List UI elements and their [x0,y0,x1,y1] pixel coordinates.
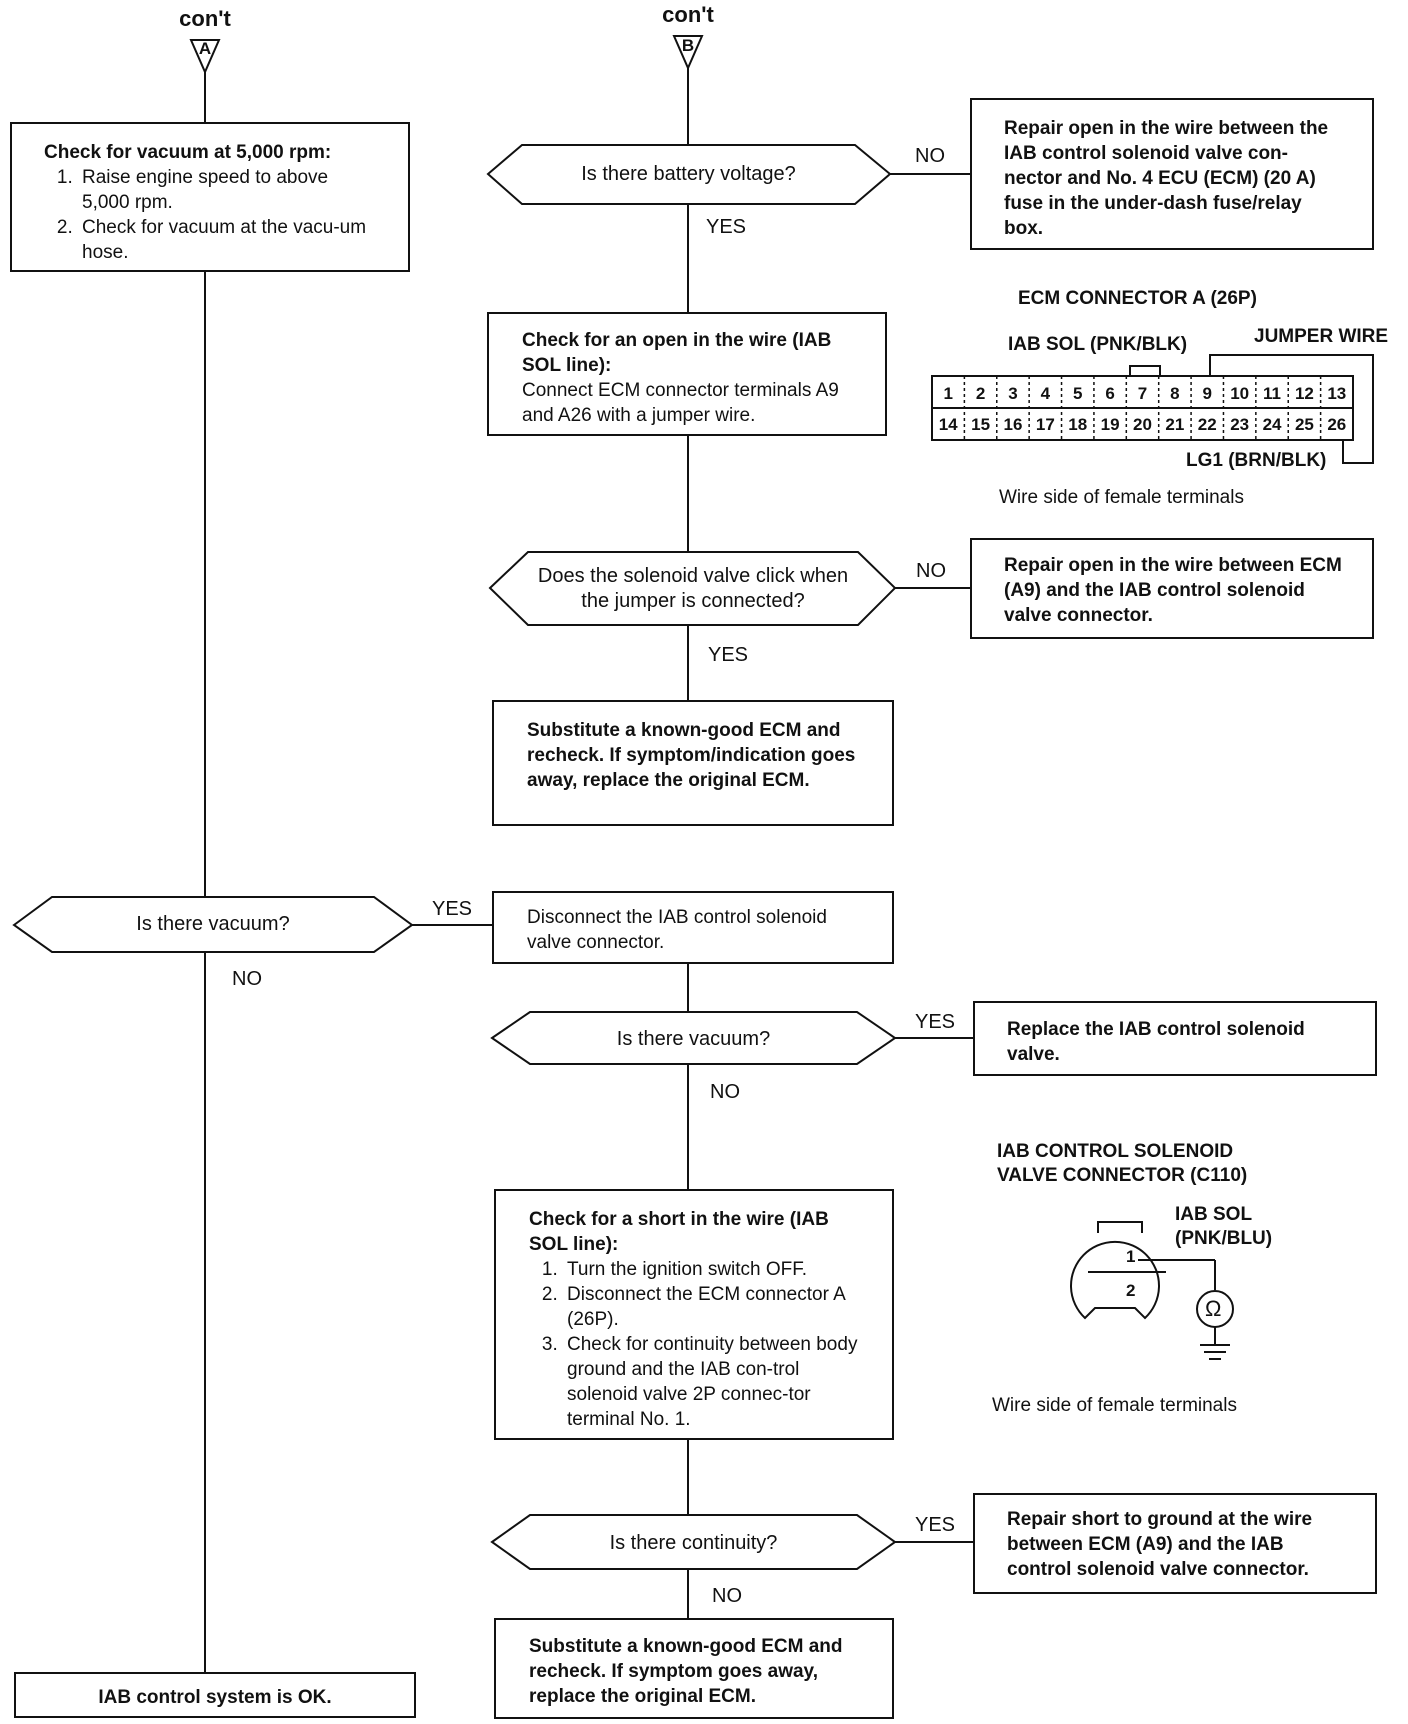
solenoid-pin-1: 1 [1126,1247,1136,1266]
label-no-vacuum-left: NO [232,968,262,990]
ecm-pin-5: 5 [1073,384,1082,403]
ecm-lg1-label: LG1 (BRN/BLK) [1186,450,1327,471]
check-short-heading: Check for a short in the wire (IAB SOL l… [529,1209,829,1255]
label-no-continuity: NO [712,1585,742,1607]
ecm-pin-24: 24 [1263,415,1282,434]
ecm-pin-23: 23 [1230,415,1249,434]
ecm-pin-8: 8 [1170,384,1179,403]
ecm-pin-9: 9 [1203,384,1212,403]
repair-open-ecm-result: Repair open in the wire between ECM (A9)… [970,538,1374,639]
ecm-pin-10: 10 [1230,384,1249,403]
solenoid-connector-title-line1: IAB CONTROL SOLENOID [997,1141,1234,1162]
check-short-step: Check for a short in the wire (IAB SOL l… [494,1189,894,1440]
ecm-caption: Wire side of female terminals [999,487,1244,508]
label-yes-vacuum-left: YES [432,898,473,920]
connector-a-letter: A [198,39,212,58]
solenoid-pin-2: 2 [1126,1281,1136,1300]
label-yes-vacuum-right: YES [915,1011,956,1033]
vacuum-5000-step: Check for vacuum at 5,000 rpm: Raise eng… [10,122,410,272]
question-continuity: Is there continuity? [609,1532,778,1554]
question-vacuum-right: Is there vacuum? [616,1028,771,1050]
ecm-pin-7: 7 [1138,384,1147,403]
ecm-pin-14: 14 [939,415,958,434]
ecm-jumper-label: JUMPER WIRE [1254,326,1389,347]
label-yes-click: YES [708,644,749,666]
ecm-pin-12: 12 [1295,384,1314,403]
substitute-ecm-1-result: Substitute a known-good ECM and recheck.… [492,700,894,826]
ecm-pin-26: 26 [1327,415,1346,434]
ecm-pin-17: 17 [1036,415,1055,434]
ecm-pin-19: 19 [1101,415,1120,434]
label-no-battery: NO [915,145,945,167]
solenoid-caption: Wire side of female terminals [992,1395,1237,1416]
ecm-pin-21: 21 [1165,415,1184,434]
check-open-iab-step: Check for an open in the wire (IAB SOL l… [487,312,887,436]
check-open-iab-heading: Check for an open in the wire (IAB SOL l… [522,330,832,376]
question-vacuum-left: Is there vacuum? [136,913,290,935]
connector-b-letter: B [681,36,695,55]
label-yes-battery: YES [706,216,747,238]
system-ok-result: IAB control system is OK. [14,1672,416,1718]
ecm-connector-title: ECM CONNECTOR A (26P) [1018,288,1257,309]
label-no-vacuum-right: NO [710,1081,740,1103]
connector-a-label: con't [179,6,231,31]
vacuum-5000-step-1: Raise engine speed to above 5,000 rpm. [78,165,378,215]
vacuum-5000-step-2: Check for vacuum at the vacu-um hose. [78,215,378,265]
repair-open-fuse-result: Repair open in the wire between the IAB … [970,98,1374,250]
label-no-click: NO [916,560,946,582]
ecm-pin-20: 20 [1133,415,1152,434]
solenoid-connector-title-line2: VALVE CONNECTOR (C110) [997,1165,1248,1186]
question-solenoid-click: Does the solenoid valve click when the j… [537,565,849,612]
check-short-step-2: Disconnect the ECM connector A (26P). [563,1282,864,1332]
disconnect-connector-step: Disconnect the IAB control solenoid valv… [492,891,894,964]
ecm-pin-3: 3 [1008,384,1017,403]
solenoid-sol-label-line2: (PNK/BLU) [1175,1228,1273,1249]
label-yes-continuity: YES [915,1514,956,1536]
connector-b-label: con't [662,2,714,27]
ecm-pin-11: 11 [1263,384,1281,403]
solenoid-connector-diagram [1070,1221,1234,1360]
substitute-ecm-2-result: Substitute a known-good ECM and recheck.… [494,1618,894,1719]
ecm-iab-sol-label: IAB SOL (PNK/BLK) [1008,334,1188,355]
ecm-pin-6: 6 [1105,384,1114,403]
ecm-pin-13: 13 [1327,384,1346,403]
solenoid-sol-label-line1: IAB SOL [1175,1204,1253,1225]
ohmmeter-icon: Ω [1205,1296,1222,1321]
check-open-iab-body: Connect ECM connector terminals A9 and A… [522,380,839,426]
question-battery-voltage: Is there battery voltage? [581,163,796,185]
ecm-pin-1: 1 [943,384,952,403]
ecm-pin-16: 16 [1004,415,1023,434]
ecm-pin-22: 22 [1198,415,1217,434]
replace-solenoid-result: Replace the IAB control solenoid valve. [973,1001,1377,1076]
check-short-step-1: Turn the ignition switch OFF. [563,1257,864,1282]
ecm-pin-2: 2 [976,384,985,403]
ecm-pin-4: 4 [1041,384,1051,403]
vacuum-5000-heading: Check for vacuum at 5,000 rpm: [44,142,332,163]
ecm-pin-18: 18 [1068,415,1087,434]
ecm-pin-15: 15 [971,415,990,434]
ecm-pin-25: 25 [1295,415,1314,434]
check-short-step-3: Check for continuity between body ground… [563,1332,864,1432]
repair-short-result: Repair short to ground at the wire betwe… [973,1493,1377,1594]
